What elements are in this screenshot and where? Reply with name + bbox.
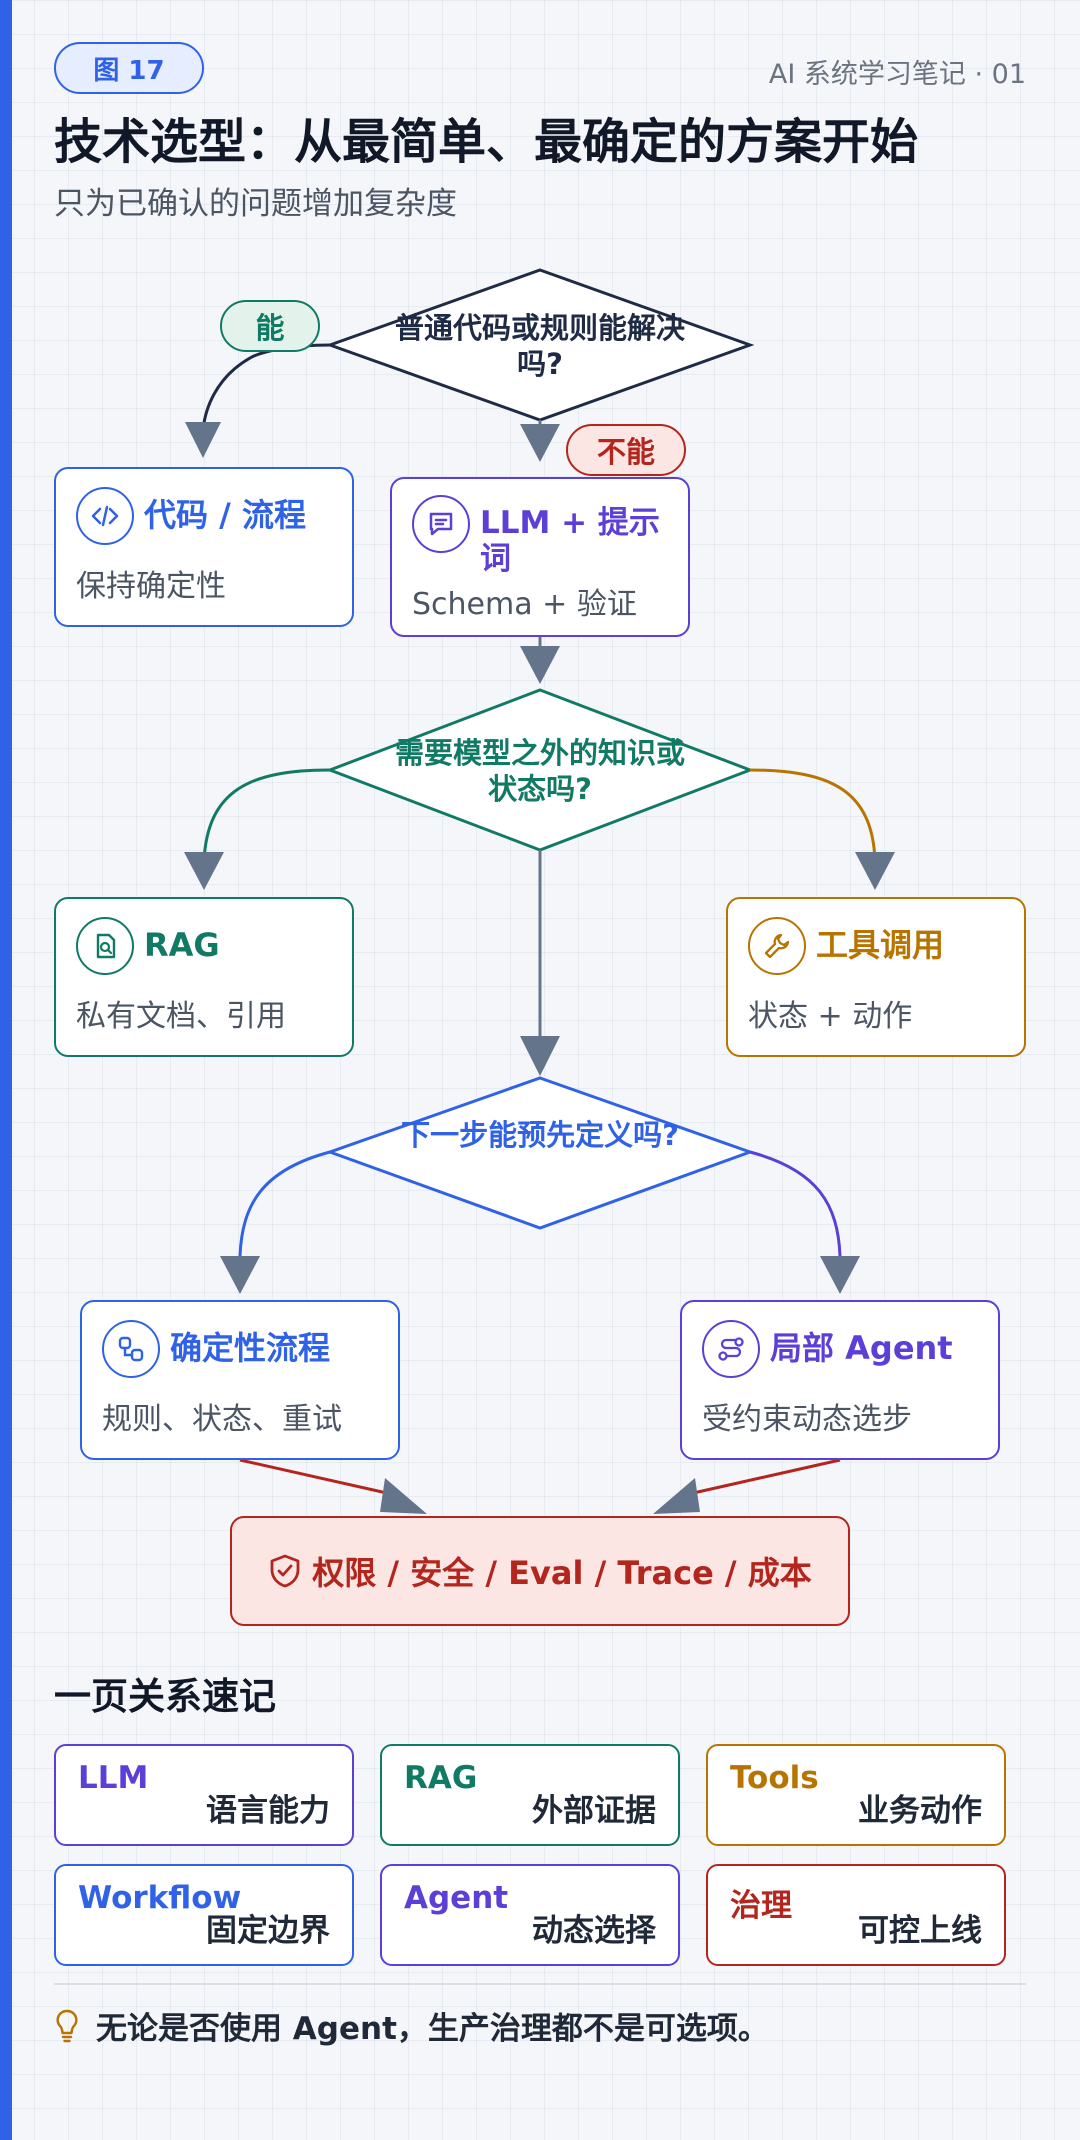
workflow-icon xyxy=(102,1320,160,1378)
connector-yes xyxy=(201,343,331,431)
page-subtitle: 只为已确认的问题增加复杂度 xyxy=(54,186,457,222)
connector-workflow-gov xyxy=(239,1458,401,1498)
document-search-icon xyxy=(76,917,134,975)
node-llm-sub: Schema + 验证 xyxy=(412,587,637,622)
arrowhead-q3-workflow xyxy=(220,1256,260,1294)
node-local-agent: 局部 Agent 受约束动态选步 xyxy=(680,1300,1000,1460)
summary-card-key: LLM xyxy=(78,1760,149,1796)
code-icon xyxy=(76,487,134,545)
node-agent-title: 局部 Agent xyxy=(770,1329,953,1367)
footer-note: 无论是否使用 Agent，生产治理都不是可选项。 xyxy=(54,2003,769,2048)
node-tools: 工具调用 状态 + 动作 xyxy=(726,897,1026,1057)
no-label: 不能 xyxy=(566,424,686,476)
governance-text: 权限 / 安全 / Eval / Trace / 成本 xyxy=(312,1554,812,1592)
summary-card-value: 动态选择 xyxy=(532,1913,656,1949)
arrowhead-q2-tools xyxy=(855,852,895,890)
connector-q3-agent xyxy=(749,1150,842,1257)
arrowhead-no xyxy=(520,424,560,462)
footer-text: 无论是否使用 Agent，生产治理都不是可选项。 xyxy=(96,2011,769,2047)
summary-card-workflow: Workflow 固定边界 xyxy=(54,1864,354,1966)
node-rag-title: RAG xyxy=(144,926,220,964)
page-title: 技术选型：从最简单、最确定的方案开始 xyxy=(54,114,919,170)
shield-icon xyxy=(268,1553,302,1589)
summary-card-value: 业务动作 xyxy=(858,1793,982,1829)
summary-card-key: Tools xyxy=(730,1760,819,1796)
node-code-title: 代码 / 流程 xyxy=(144,496,306,534)
node-llm-title: LLM + 提示词 xyxy=(480,505,660,577)
summary-card-value: 外部证据 xyxy=(532,1793,656,1829)
route-icon xyxy=(702,1320,760,1378)
summary-card-key: Workflow xyxy=(78,1880,242,1916)
summary-title: 一页关系速记 xyxy=(54,1675,276,1718)
decision-diamond-3 xyxy=(325,1076,755,1230)
summary-card-tools: Tools 业务动作 xyxy=(706,1744,1006,1846)
node-workflow-sub: 规则、状态、重试 xyxy=(102,1402,342,1437)
connector-q2-rag xyxy=(202,768,331,861)
connector-q3-workflow xyxy=(238,1150,331,1257)
node-workflow-title: 确定性流程 xyxy=(170,1329,331,1367)
governance-box: 权限 / 安全 / Eval / Trace / 成本 xyxy=(230,1516,850,1626)
node-code-process: 代码 / 流程 保持确定性 xyxy=(54,467,354,627)
decision-3-text: 下一步能预先定义吗? xyxy=(401,1118,679,1152)
arrowhead-workflow-gov xyxy=(380,1478,427,1514)
divider xyxy=(54,1983,1026,1985)
arrowhead-q2-rag xyxy=(184,852,224,890)
summary-card-key: RAG xyxy=(404,1760,478,1796)
arrowhead-agent-gov xyxy=(653,1478,700,1514)
node-tools-sub: 状态 + 动作 xyxy=(748,999,913,1034)
left-accent-bar xyxy=(0,0,12,2140)
arrowhead-llm-q2 xyxy=(520,646,560,684)
summary-card-llm: LLM 语言能力 xyxy=(54,1744,354,1846)
summary-card-agent: Agent 动态选择 xyxy=(380,1864,680,1966)
decision-2-text: 需要模型之外的知识或状态吗? xyxy=(394,736,685,806)
summary-card-governance: 治理 可控上线 xyxy=(706,1864,1006,1966)
arrowhead-q2-q3 xyxy=(520,1036,560,1076)
message-icon xyxy=(412,495,470,553)
node-deterministic-workflow: 确定性流程 规则、状态、重试 xyxy=(80,1300,400,1460)
summary-card-key: 治理 xyxy=(730,1888,792,1924)
node-tools-title: 工具调用 xyxy=(816,926,945,964)
node-rag: RAG 私有文档、引用 xyxy=(54,897,354,1057)
node-rag-sub: 私有文档、引用 xyxy=(76,999,286,1034)
connector-q2-tools xyxy=(749,768,877,861)
wrench-icon xyxy=(748,917,806,975)
summary-card-value: 可控上线 xyxy=(858,1913,982,1949)
node-code-sub: 保持确定性 xyxy=(76,569,226,604)
figure-badge: 图 17 xyxy=(54,42,204,94)
node-llm-prompt: LLM + 提示词 Schema + 验证 xyxy=(390,477,690,637)
lightbulb-icon xyxy=(54,2008,80,2044)
arrowhead-q3-agent xyxy=(820,1256,860,1294)
arrowhead-yes xyxy=(185,422,221,458)
summary-card-value: 固定边界 xyxy=(206,1913,330,1949)
node-agent-sub: 受约束动态选步 xyxy=(702,1402,912,1437)
series-label: AI 系统学习笔记 · 01 xyxy=(768,59,1026,90)
yes-label: 能 xyxy=(220,300,320,352)
summary-card-key: Agent xyxy=(404,1880,509,1916)
summary-card-value: 语言能力 xyxy=(206,1793,330,1829)
summary-card-rag: RAG 外部证据 xyxy=(380,1744,680,1846)
connector-agent-gov xyxy=(679,1458,841,1498)
decision-1-text: 普通代码或规则能解决吗? xyxy=(394,311,685,381)
